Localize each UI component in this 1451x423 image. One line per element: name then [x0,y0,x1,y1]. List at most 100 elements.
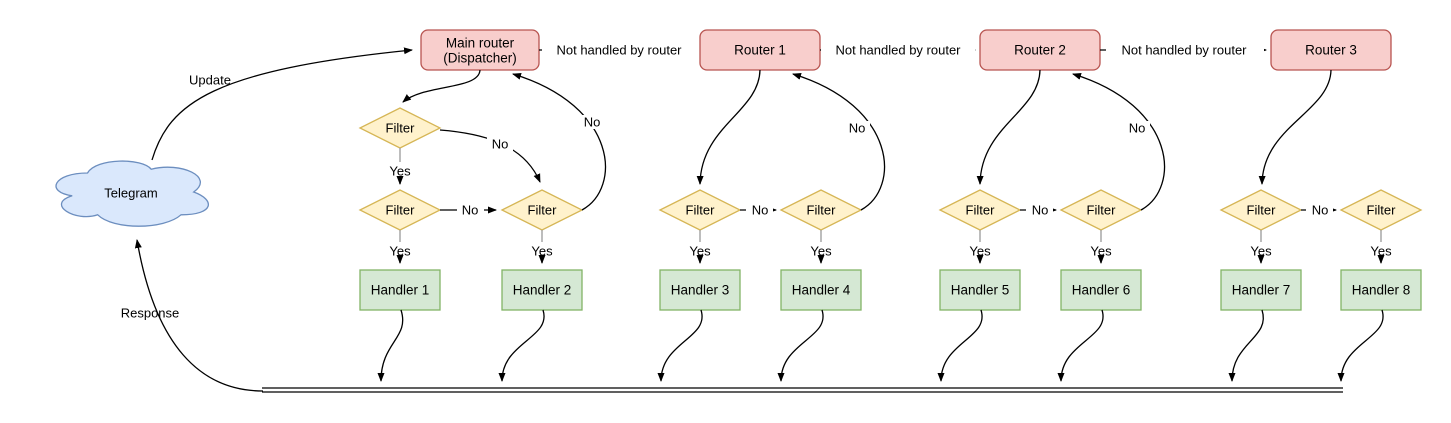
filter-label: Filter [1087,203,1117,218]
filter-node-3: Filter [658,189,742,231]
response-arrow [134,239,264,392]
yes-connector-7: Yes [1250,230,1272,264]
router-2-label: Router 2 [1014,43,1066,58]
not-handled-label-1: Not handled by router [556,43,682,58]
handler-5-label: Handler 5 [951,283,1010,298]
handler-3-box [659,269,741,311]
main-router-label-line1: Main router [446,36,515,51]
router-3-node: Router 3 [1270,29,1392,71]
filter-diamond [358,107,442,149]
yes-connector-5: Yes [969,230,991,264]
not-handled-edge-1: Not handled by router [539,42,696,58]
yes-label: Yes [1370,244,1392,259]
yes-connector-8: Yes [1370,230,1392,264]
filter-node-2: Filter [500,189,584,231]
filter-node-7: Filter [1219,189,1303,231]
handler-4-box [780,269,862,311]
filter-label: Filter [386,121,416,136]
handler-6-to-bus-edge [1057,309,1104,382]
yes-label: Yes [1250,244,1272,259]
yes-connector-4: Yes [810,230,832,264]
handler-6-box [1060,269,1142,311]
yes-connector-2: Yes [531,230,553,264]
yes-label: Yes [389,164,411,179]
telegram-label: Telegram [104,186,157,201]
response-label: Response [121,306,180,321]
handler-2-to-bus-edge [498,309,545,382]
not-handled-label-2: Not handled by router [835,43,961,58]
handler-5-to-bus-edge [937,309,983,382]
filter-node-1: Filter [358,189,442,231]
handler-node-6: Handler 6 [1060,269,1142,311]
not-handled-label-3: Not handled by router [1121,43,1247,58]
not-handled-edge-2: Not handled by router [820,42,976,58]
filter-label: Filter [807,203,837,218]
filter-node-8: Filter [1339,189,1423,231]
response-bus [262,387,1343,393]
yes-connector-6: Yes [1090,230,1112,264]
handler-7-to-bus-edge [1228,309,1264,382]
handler-8-box [1340,269,1422,311]
no-label: No [1312,203,1329,218]
router-1-label: Router 1 [734,43,786,58]
router-1-to-filter-edge [696,69,761,185]
handler-node-1: Handler 1 [359,269,441,311]
handler-2-label: Handler 2 [513,283,572,298]
handler-5-box [939,269,1021,311]
filter-label: Filter [686,203,716,218]
handler-3-to-bus-edge [657,309,703,382]
handler-6-label: Handler 6 [1072,283,1131,298]
handler-1-to-bus-edge [377,309,404,382]
handler-8-to-bus-edge [1337,309,1384,382]
yes-connector-1: Yes [389,230,411,264]
update-label: Update [189,73,231,88]
filter-node-6: Filter [1059,189,1143,231]
handler-7-label: Handler 7 [1232,283,1291,298]
handler-1-label: Handler 1 [371,283,430,298]
filter-label: Filter [966,203,996,218]
handler-node-4: Handler 4 [780,269,862,311]
filter-no-edge-r1: No [740,203,777,218]
no-label: No [462,203,479,218]
filter-label: Filter [386,203,416,218]
no-label: No [849,121,866,136]
yes-label: Yes [531,244,553,259]
yes-label: Yes [1090,244,1112,259]
handler-7-box [1220,269,1302,311]
router-3-label: Router 3 [1305,43,1357,58]
router-2-to-filter-edge [976,69,1041,185]
router-2-node: Router 2 [979,29,1101,71]
handler-1-box [359,269,441,311]
filter-node-4: Filter [779,189,863,231]
handler-node-2: Handler 2 [501,269,583,311]
no-return-edge-main: No [512,72,607,211]
no-return-edge-r1: No [792,73,886,211]
filter-label: Filter [1247,203,1277,218]
handler-node-3: Handler 3 [659,269,741,311]
no-label: No [492,137,509,152]
handler-8-label: Handler 8 [1352,283,1411,298]
yes-label: Yes [389,244,411,259]
filter-no-edge-main: No [440,203,497,218]
main-router-node: Main router (Dispatcher) [420,29,540,71]
filter-node-5: Filter [938,189,1022,231]
main-router-label-line2: (Dispatcher) [443,51,517,66]
router-1-node: Router 1 [699,29,821,71]
cloud-shape-icon [55,160,209,227]
handler-4-label: Handler 4 [792,283,851,298]
filter-label: Filter [1367,203,1397,218]
top-filter-yes-connector: Yes [389,148,411,185]
filter-node-main-top: Filter [358,107,442,149]
top-filter-no-edge: No [439,129,541,183]
no-return-edge-r2: No [1072,73,1166,211]
filter-no-edge-r2: No [1020,203,1057,218]
yes-connector-3: Yes [689,230,711,264]
telegram-node: Telegram [55,160,209,227]
filter-diamond [1339,189,1423,231]
not-handled-edge-3: Not handled by router [1100,42,1267,58]
router-3-to-filter-edge [1258,69,1332,185]
main-router-to-filter-edge [402,69,481,103]
filter-no-edge-r3: No [1301,203,1337,218]
